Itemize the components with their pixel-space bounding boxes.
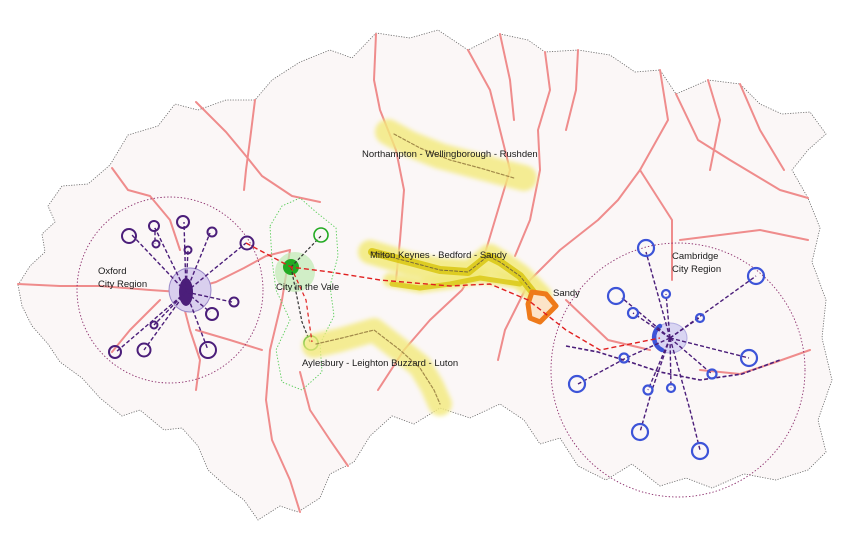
cambridge-node xyxy=(739,348,759,368)
cambridge-node xyxy=(746,266,766,286)
city-in-the-vale-links xyxy=(290,235,322,343)
oxford-label-line1: Oxford xyxy=(98,266,127,277)
city-in-the-vale-label: City in the Vale xyxy=(276,282,339,293)
corridor-centrelines xyxy=(315,133,540,405)
cambridge-node xyxy=(665,382,677,394)
oxford-node xyxy=(206,226,218,238)
oxford-nodes xyxy=(108,215,255,359)
oxford-node xyxy=(176,215,190,229)
oxford-node xyxy=(148,220,160,232)
sandy-label: Sandy xyxy=(553,288,580,299)
sandy-node xyxy=(525,289,559,325)
oxford-node xyxy=(151,239,161,249)
northampton-corridor-label: Northampton - Wellingborough - Rushden xyxy=(362,149,538,160)
cambridge-node xyxy=(630,422,650,442)
cambridge-node xyxy=(567,374,587,394)
city-in-the-vale-node xyxy=(313,227,329,243)
cambridge-nodes xyxy=(567,238,766,461)
strategic-rail-link xyxy=(245,242,661,351)
oxford-node xyxy=(239,235,255,251)
cambridge-node xyxy=(642,384,654,396)
cambridge-spoke-links xyxy=(577,251,757,451)
cambridge-label-line2: City Region xyxy=(672,264,721,275)
oxford-region-boundary xyxy=(76,196,264,384)
aylesbury-corridor-label: Aylesbury - Leighton Buzzard - Luton xyxy=(302,358,458,369)
milton-keynes-corridor-label: Milton Keynes - Bedford - Sandy xyxy=(370,250,507,261)
cambridge-node xyxy=(618,352,630,364)
cambridge-node xyxy=(694,312,706,324)
cambridge-node xyxy=(626,306,640,320)
road-network xyxy=(17,33,811,513)
oxford-node xyxy=(205,307,219,321)
cambridge-node xyxy=(690,441,710,461)
cambridge-region-boundary xyxy=(550,242,806,498)
oxford-node xyxy=(199,341,217,359)
cambridge-node xyxy=(606,286,626,306)
oxford-node xyxy=(108,345,122,359)
cambridge-node xyxy=(660,288,672,300)
oxford-label-line2: City Region xyxy=(98,279,147,290)
oxford-node xyxy=(121,228,137,244)
oxford-node xyxy=(136,342,152,358)
oxford-node xyxy=(183,245,193,255)
cambridge-node xyxy=(706,368,718,380)
cambridge-south-link xyxy=(565,345,781,381)
northampton-corridor-highlight xyxy=(375,119,537,191)
cambridge-node xyxy=(636,238,656,258)
oxford-node xyxy=(149,320,159,330)
rail-link-spur xyxy=(290,266,313,343)
oxford-node xyxy=(228,296,240,308)
cambridge-label-line1: Cambridge xyxy=(672,251,718,262)
